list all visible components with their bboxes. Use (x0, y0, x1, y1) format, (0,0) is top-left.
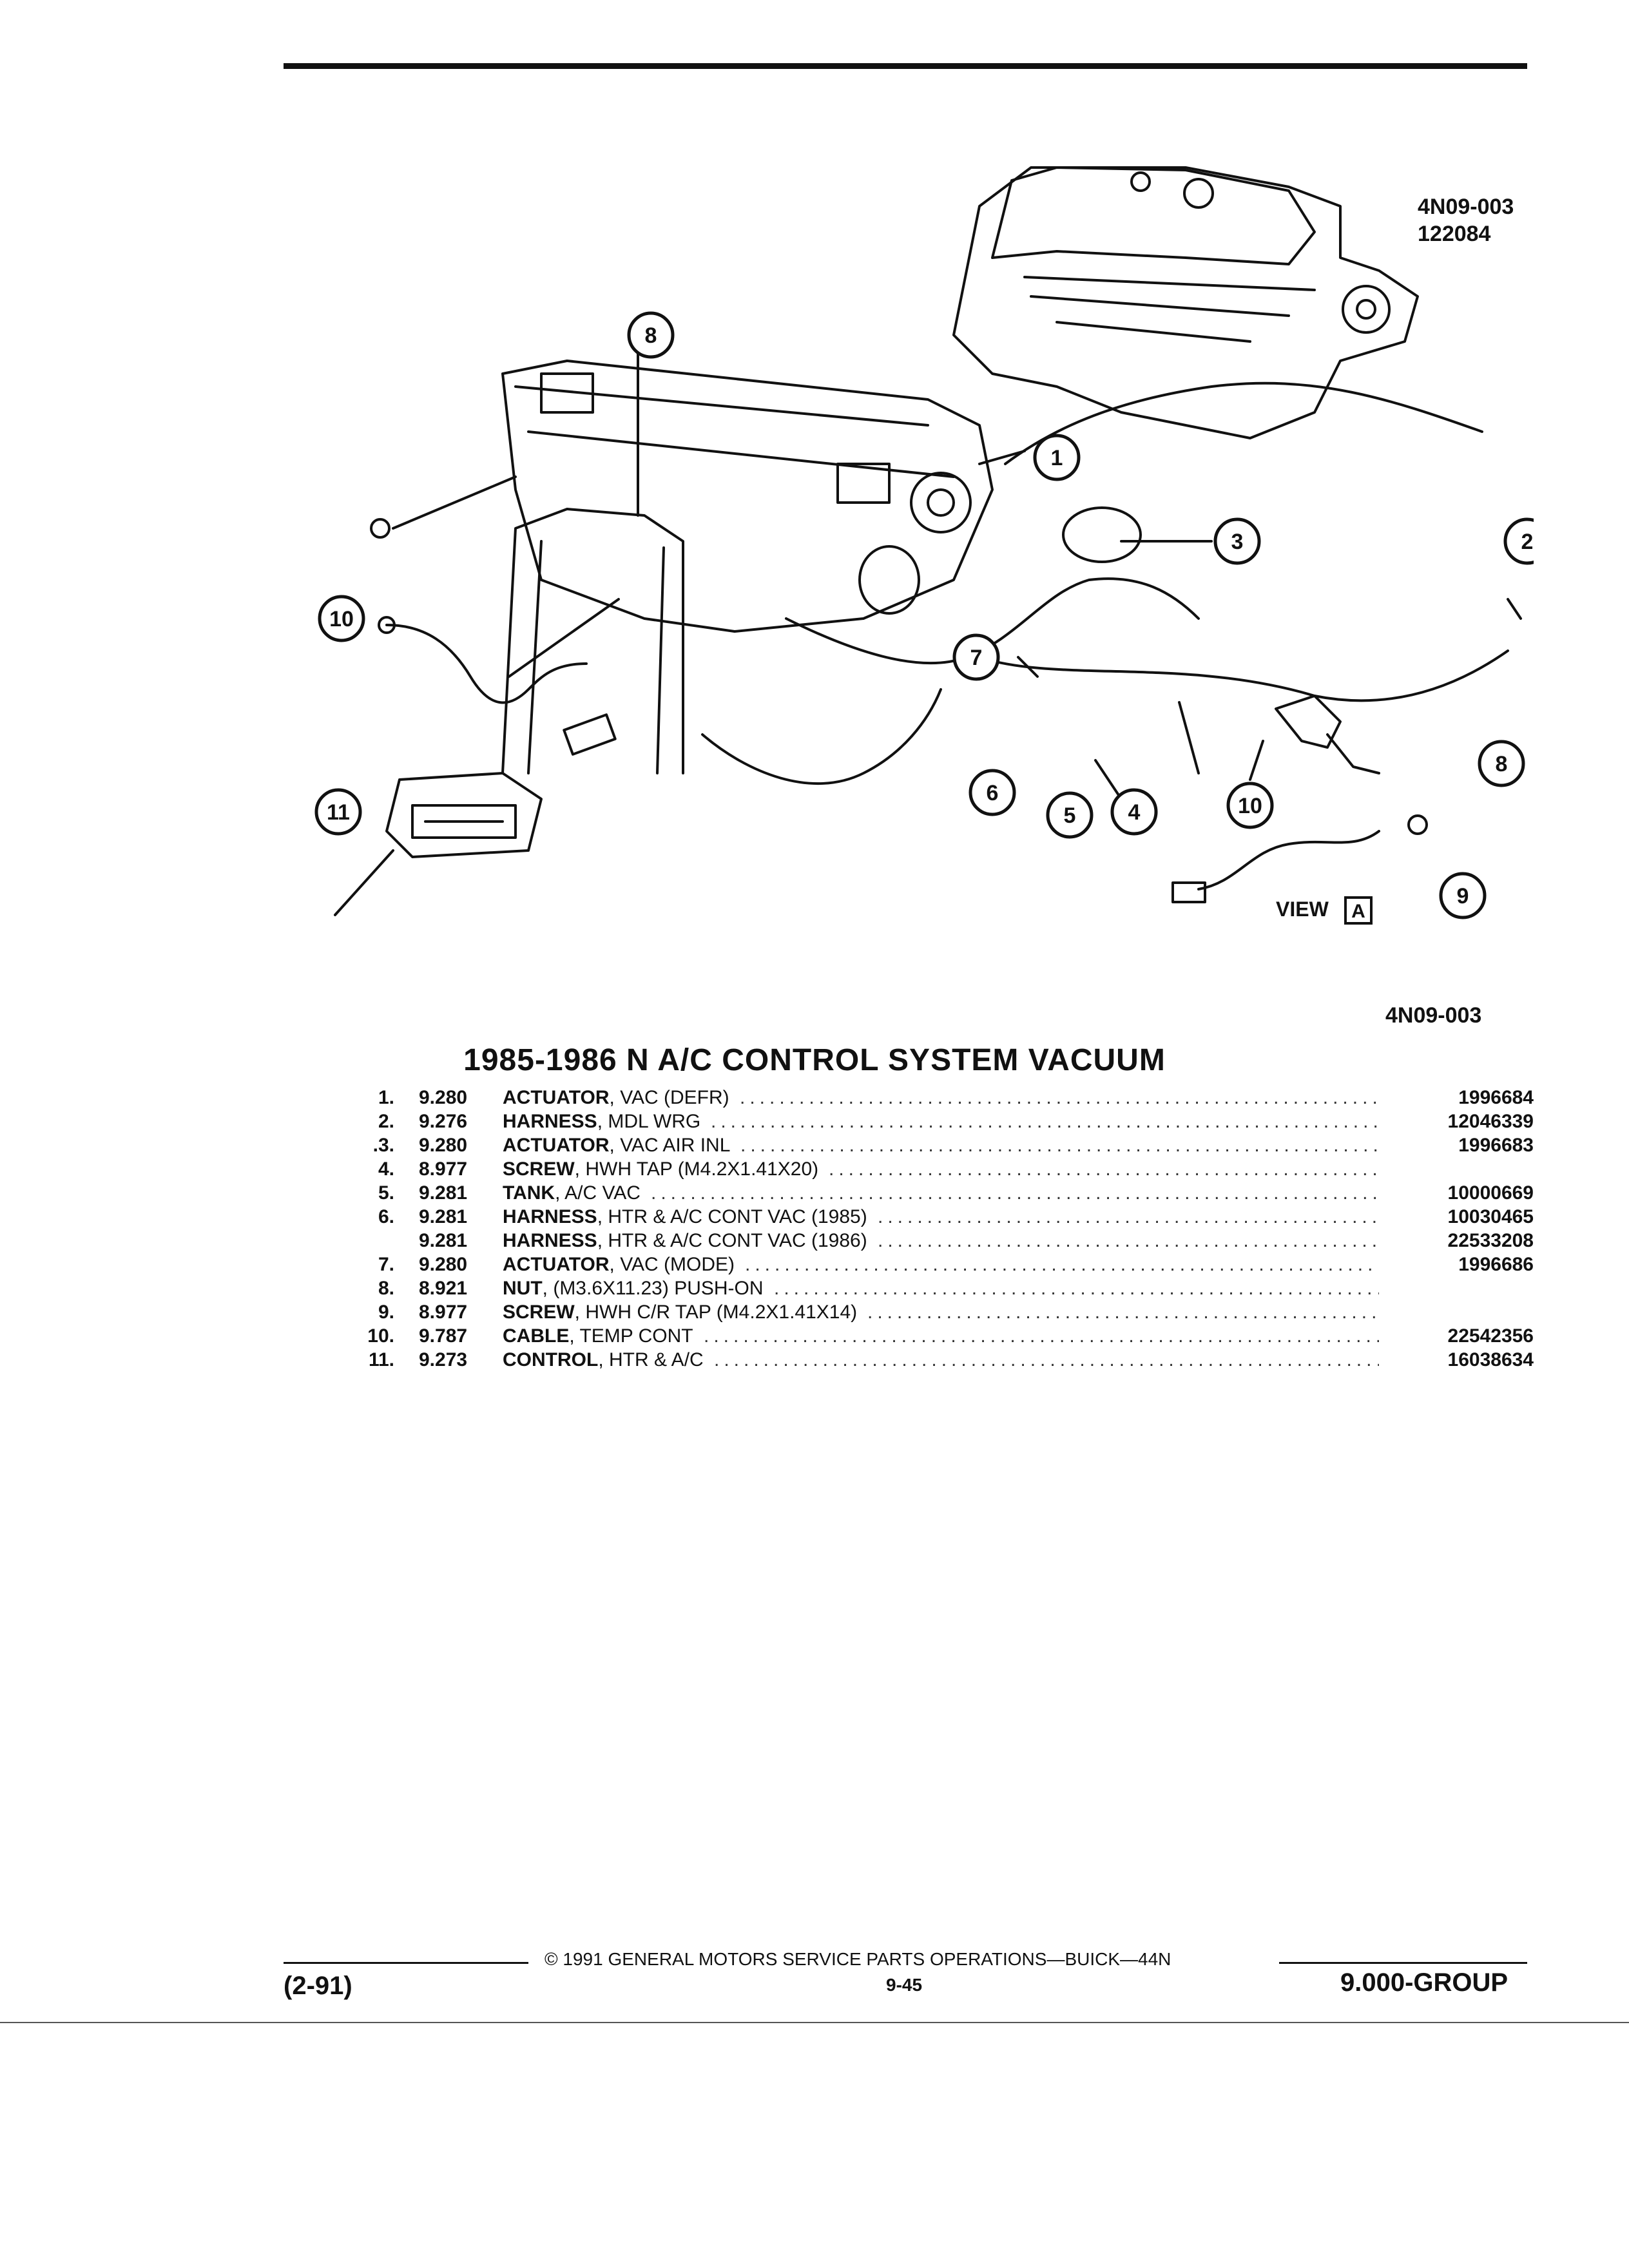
footer-rule-left (284, 1962, 528, 1964)
callout-5: 5 (1046, 791, 1094, 839)
leader-dots: ........................................… (651, 1182, 1379, 1204)
view-a-letter: A (1351, 901, 1365, 922)
footer-page-number: 9-45 (886, 1975, 923, 1995)
svg-text:5: 5 (1064, 803, 1076, 828)
callout-11: 11 (314, 788, 362, 836)
view-a-cable (1197, 830, 1380, 890)
defroster-actuator (910, 472, 972, 533)
leader-dots: ........................................… (878, 1230, 1379, 1251)
engine-block (952, 166, 1419, 439)
callout-2: 2 (1503, 517, 1534, 565)
view-a-bracket (1275, 695, 1342, 749)
svg-text:9: 9 (1457, 884, 1469, 908)
callout-10-view-a: 10 (1226, 782, 1274, 829)
leader-dots: ........................................… (867, 1302, 1379, 1323)
svg-text:8: 8 (645, 323, 657, 348)
valve-cover (991, 166, 1316, 265)
callout-8: 8 (627, 311, 675, 359)
page-bottom-rule (0, 2022, 1629, 2023)
page-title: 1985-1986 N A/C CONTROL SYSTEM VACUUM (463, 1043, 1166, 1077)
svg-text:4: 4 (1128, 800, 1141, 825)
svg-text:1: 1 (1051, 446, 1063, 470)
footer-date: (2-91) (284, 1972, 352, 2000)
top-rule (284, 63, 1527, 69)
footer-copyright: © 1991 GENERAL MOTORS SERVICE PARTS OPER… (545, 1949, 1171, 1969)
air-duct (501, 508, 684, 774)
vac-tank (1062, 506, 1142, 563)
mode-actuator (858, 545, 920, 615)
leader-dots: ........................................… (829, 1158, 1379, 1180)
figure-id-top: 4N09-003 (1418, 195, 1514, 219)
control-head (385, 772, 543, 858)
callout-10: 10 (318, 595, 365, 642)
svg-text:3: 3 (1231, 530, 1244, 554)
figure-id-bottom: 4N09-003 (1385, 1003, 1482, 1028)
svg-text:11: 11 (327, 800, 350, 825)
callout-7: 7 (952, 633, 1000, 681)
leader-dots: ........................................… (714, 1349, 1379, 1370)
leader-dots: ........................................… (704, 1325, 1379, 1347)
leader-dots: ........................................… (745, 1254, 1379, 1275)
temp-cable (385, 624, 588, 704)
leader-dots: ........................................… (774, 1278, 1379, 1299)
svg-text:2: 2 (1521, 530, 1534, 554)
leader-dots: ........................................… (711, 1111, 1379, 1132)
callout-9: 9 (1439, 872, 1487, 919)
vacuum-harness (785, 577, 1200, 665)
exploded-view-illustration: 1 2 3 4 5 6 7 8 9 10 11 8 10 VIEW A (314, 166, 1534, 925)
footer-group: 9.000-GROUP (1340, 1968, 1509, 1997)
callout-1: 1 (1033, 434, 1081, 481)
svg-text:8: 8 (1496, 752, 1508, 776)
svg-text:10: 10 (329, 607, 354, 631)
svg-text:6: 6 (987, 781, 999, 805)
hvac-module (501, 360, 994, 633)
svg-text:7: 7 (970, 646, 983, 670)
callout-6: 6 (969, 769, 1016, 816)
callout-4: 4 (1110, 788, 1158, 836)
view-a-label: VIEW (1276, 898, 1329, 921)
figure-date-code: 122084 (1418, 222, 1491, 246)
footer-rule-right (1279, 1962, 1527, 1964)
leader-dots: ........................................… (740, 1135, 1379, 1156)
leader-dots: ........................................… (878, 1206, 1379, 1227)
leader-dots: ........................................… (740, 1087, 1379, 1108)
svg-text:10: 10 (1238, 794, 1262, 818)
callout-3: 3 (1213, 517, 1261, 565)
callout-8-view-a: 8 (1478, 740, 1525, 787)
